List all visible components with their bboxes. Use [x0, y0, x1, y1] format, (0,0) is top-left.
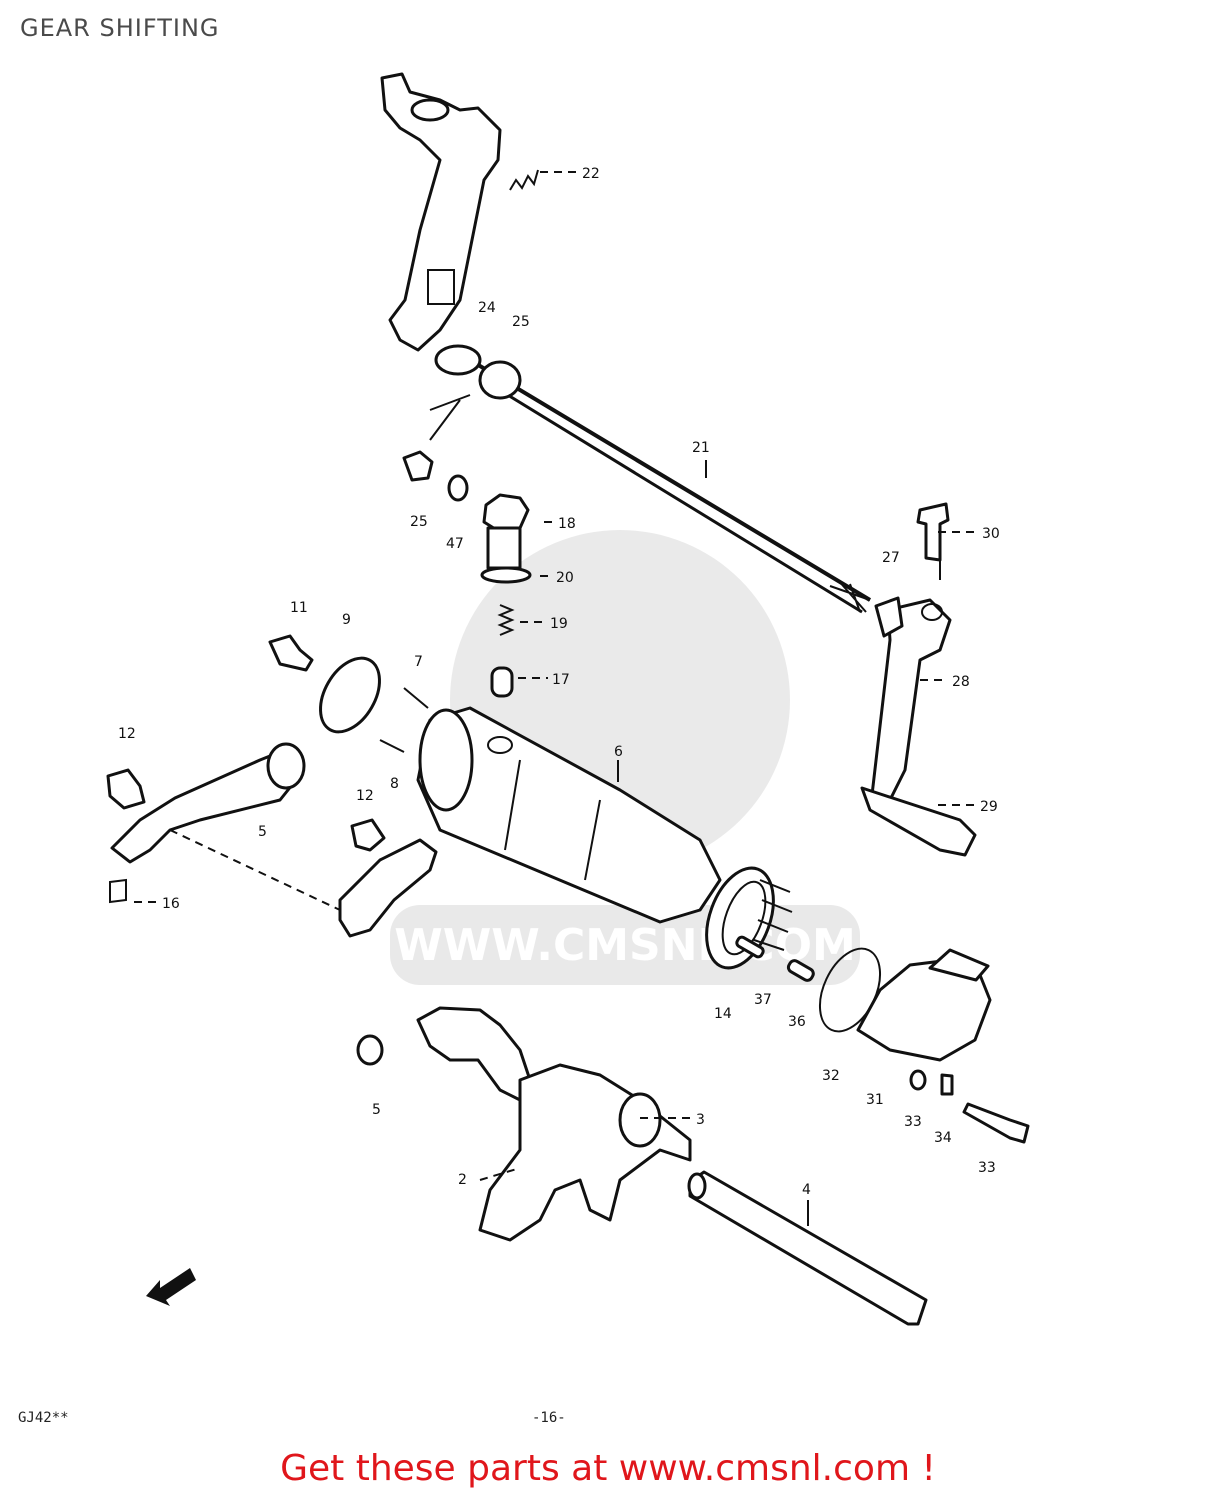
shift-pedal [860, 502, 977, 857]
direction-arrow-icon [146, 1268, 196, 1306]
part-label: 27 [882, 550, 900, 566]
part-label: 21 [692, 440, 710, 456]
part-label: 33 [904, 1114, 922, 1130]
part-label: 34 [934, 1130, 952, 1146]
part-label: 9 [342, 612, 351, 628]
page-number: -16- [532, 1410, 566, 1426]
part-label: 11 [290, 600, 308, 616]
part-label: 2 [458, 1172, 467, 1188]
spring-part [509, 169, 539, 191]
part-label: 32 [822, 1068, 840, 1084]
page-title: GEAR SHIFTING [20, 14, 220, 42]
small-bolt-25 [402, 450, 469, 502]
part-label: 5 [258, 824, 267, 840]
shift-fork-shaft [687, 1170, 928, 1326]
gear-shift-shaft [429, 344, 872, 614]
part-label: 25 [512, 314, 530, 330]
part-label: 25 [410, 514, 428, 530]
part-label: 6 [614, 744, 623, 760]
cam-gear-ring [705, 866, 793, 970]
figure-reference: GJ42** [18, 1410, 69, 1426]
part-labels: 22 24 25 21 25 47 18 20 19 17 30 27 28 2… [118, 166, 1000, 1198]
part-label: 8 [390, 776, 399, 792]
part-label: 17 [552, 672, 570, 688]
gear-shift-cam [416, 706, 722, 924]
shift-forks [356, 1006, 692, 1242]
part-label: 19 [550, 616, 568, 632]
gear-shifting-diagram: WWW.CMSNL.COM [106, 72, 1030, 1326]
part-label: 31 [866, 1092, 884, 1108]
part-label: 33 [978, 1160, 996, 1176]
watermark-text: WWW.CMSNL.COM [394, 920, 856, 971]
leader-lines [134, 171, 978, 1226]
part-label: 36 [788, 1014, 806, 1030]
cam-plate [268, 634, 429, 753]
part-label: 3 [696, 1112, 705, 1128]
gear-position-housing [856, 948, 1030, 1144]
part-label: 47 [446, 536, 464, 552]
part-label: 24 [478, 300, 496, 316]
shift-arm [106, 742, 306, 904]
footer-promo-link[interactable]: Get these parts at www.cmsnl.com ! [280, 1448, 936, 1489]
part-label: 4 [802, 1182, 811, 1198]
gear-shift-lever [380, 72, 502, 352]
part-label: 7 [414, 654, 423, 670]
part-label: 30 [982, 526, 1000, 542]
part-label: 5 [372, 1102, 381, 1118]
stopper-plate [169, 818, 438, 938]
small-pins [735, 935, 815, 982]
part-label: 18 [558, 516, 576, 532]
part-label: 20 [556, 570, 574, 586]
part-label: 14 [714, 1006, 732, 1022]
part-label: 37 [754, 992, 772, 1008]
stopper-bolt [480, 493, 532, 698]
part-label: 16 [162, 896, 180, 912]
part-label: 12 [356, 788, 374, 804]
part-label: 12 [118, 726, 136, 742]
part-label: 29 [980, 799, 998, 815]
part-label: 28 [952, 674, 970, 690]
part-label: 22 [582, 166, 600, 182]
